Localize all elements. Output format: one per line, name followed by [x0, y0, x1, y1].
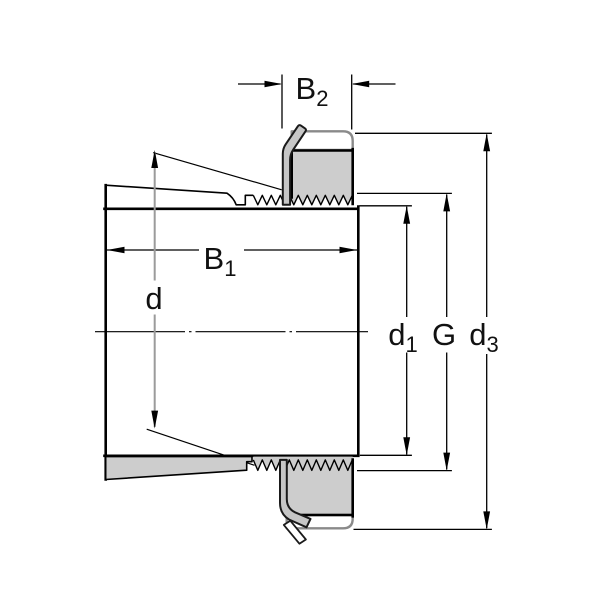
dimension-label-b1: B1: [204, 241, 237, 281]
d3-arrow-down: [483, 511, 491, 530]
d-arrow-down: [151, 410, 159, 429]
dimension-label-d3: d3: [469, 317, 499, 357]
flange-section-bottom: [104, 455, 253, 481]
dimension-b2: B2: [238, 71, 396, 130]
dimension-label-d1: d1: [388, 317, 418, 357]
d1-arrow-up: [403, 205, 411, 224]
lock-washer-tab-top: [281, 124, 307, 206]
b1-arrow-right: [339, 246, 357, 254]
lock-washer-straight-tab-bottom: [282, 519, 307, 545]
taper-construction-line-top: [152, 152, 282, 191]
dimension-d3: d3: [353, 132, 499, 531]
nut-outline-top: [289, 147, 354, 206]
sleeve-taper-outline-top: [104, 184, 254, 209]
dimension-d: d: [145, 150, 163, 429]
dimension-d1: d1: [359, 205, 418, 456]
sleeve-bore-outline: [103, 205, 360, 458]
b2-arrow-left: [264, 80, 282, 88]
dimension-g: G: [357, 192, 456, 472]
b2-extension-lines: [281, 74, 353, 130]
thread-gap-top: [253, 195, 353, 206]
thread-band-bottom: [253, 456, 353, 471]
dimension-label-g: G: [432, 317, 456, 352]
d3-leader-lines: [353, 132, 492, 531]
b1-arrow-left: [107, 246, 125, 254]
g-arrow-up: [443, 193, 451, 212]
dimension-label-d: d: [145, 281, 162, 316]
g-leader-lines: [357, 192, 452, 472]
g-arrow-down: [443, 452, 451, 471]
thread-zigzag-bottom: [252, 459, 354, 472]
sleeve-body: [103, 183, 360, 481]
d-arrow-up: [151, 150, 159, 168]
lock-nut-top: [252, 130, 354, 206]
dimension-label-b2: B2: [296, 71, 329, 111]
thread-zigzag-top: [252, 194, 354, 206]
lock-washer-tab-bottom: [279, 458, 312, 529]
d3-arrow-up: [483, 133, 491, 152]
dimension-b1: B1: [107, 241, 357, 281]
d1-leader-lines: [359, 205, 412, 456]
d1-arrow-down: [403, 437, 411, 456]
nut-cap-top: [290, 130, 354, 152]
b2-arrow-right: [351, 80, 370, 88]
sleeve-flange-bottom: [104, 455, 253, 481]
lock-nut-bottom: [252, 456, 354, 530]
